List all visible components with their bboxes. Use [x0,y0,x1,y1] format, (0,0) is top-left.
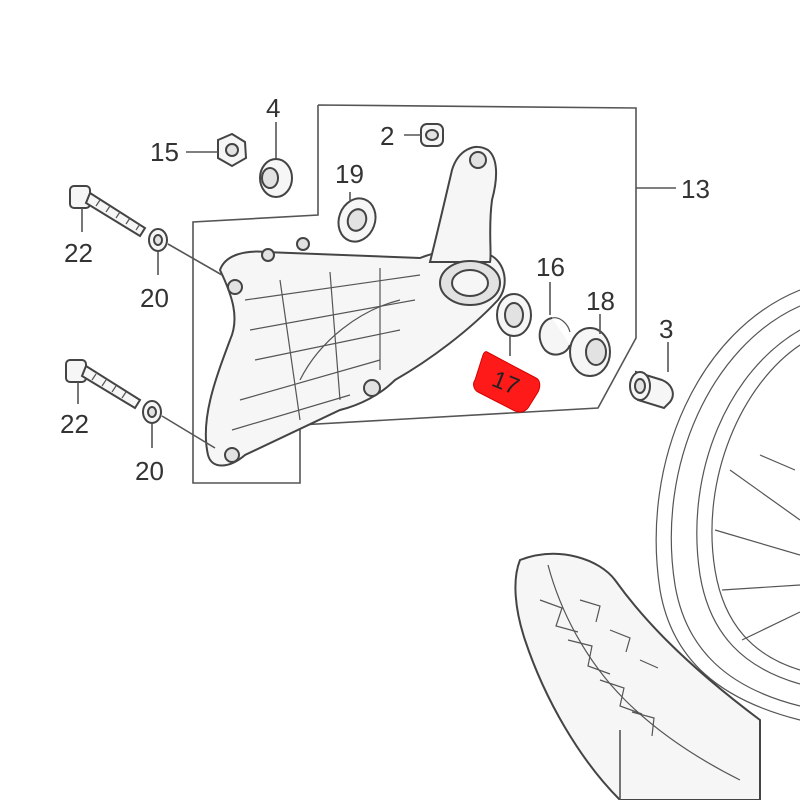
callout-15: 15 [150,137,179,167]
tire-section [514,552,761,801]
part-3-collar [629,342,674,410]
part-15-nut [186,132,248,168]
part-20-washer-upper [148,228,223,276]
swingarm-bracket [204,145,506,467]
rear-wheel [655,289,800,721]
callout-13: 13 [681,174,710,204]
callout-4: 4 [266,93,280,123]
callout-19: 19 [335,159,364,189]
callout-20-upper: 20 [140,283,169,313]
callout-18: 18 [586,286,615,316]
callout-22-upper: 22 [64,238,93,268]
part-18-bearing [569,314,611,377]
part-22-bolt-lower [65,359,142,410]
highlight-17-tag [473,351,541,413]
callout-2: 2 [380,121,394,151]
callout-22-lower: 22 [60,409,89,439]
callout-20-lower: 20 [135,456,164,486]
part-16-snap-ring [538,282,571,356]
part-2-bushing [404,123,444,147]
part-19-bearing [337,192,377,243]
part-4-collar [259,122,293,198]
callout-3: 3 [659,314,673,344]
part-17-seal [496,293,532,356]
part-22-bolt-upper [69,185,147,238]
part-20-washer-lower [142,400,216,449]
callout-16: 16 [536,252,565,282]
assembly-13-outline [192,104,637,484]
